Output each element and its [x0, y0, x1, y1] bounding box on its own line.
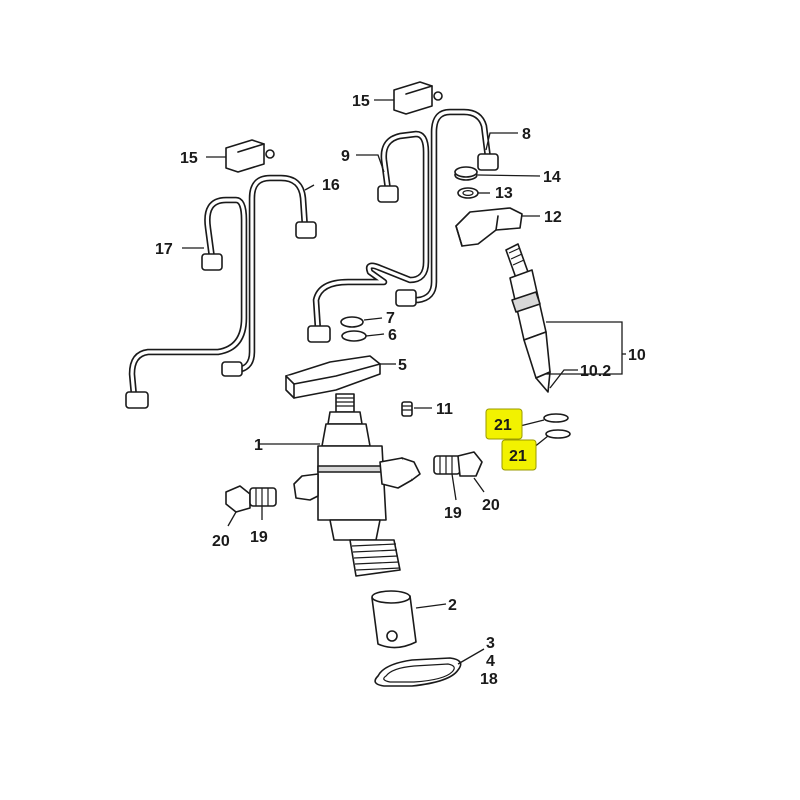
callout-7: 7 [386, 310, 395, 327]
callout-21-lower: 21 [509, 448, 527, 465]
callout-12: 12 [544, 209, 562, 226]
callout-2: 2 [448, 597, 457, 614]
gasket-3-4-18 [374, 657, 462, 687]
pump-spring-1 [349, 539, 401, 577]
callout-5: 5 [398, 357, 407, 374]
nozzle-washer-21-lower [545, 429, 571, 439]
pipe-nut-9-top [377, 185, 399, 203]
o-ring-6 [341, 330, 367, 342]
callout-15-top: 15 [352, 93, 370, 110]
highlight-box-21-upper [485, 408, 523, 440]
o-ring-7 [340, 316, 364, 328]
callout-18: 18 [480, 671, 498, 688]
pipe-nut-9-bottom [307, 325, 331, 343]
callouts: 15 15 9 8 14 13 12 16 17 7 6 5 10 10.2 1… [155, 93, 646, 688]
tappet-2 [371, 590, 417, 649]
fuel-pipe-8 [398, 108, 492, 304]
injection-pump-1 [293, 393, 421, 541]
callout-13: 13 [495, 185, 513, 202]
banjo-fitting-left [225, 485, 277, 513]
fuel-pipe-17 [128, 196, 248, 400]
callout-20-left: 20 [212, 533, 230, 550]
callout-9: 9 [341, 148, 350, 165]
pipe-nut-8-bottom [395, 289, 417, 307]
fuel-pipe-9 [312, 130, 430, 334]
callout-11: 11 [436, 401, 453, 418]
callout-19-right: 19 [444, 505, 462, 522]
callout-20-right: 20 [482, 497, 500, 514]
nozzle-washer-21-upper [543, 413, 569, 423]
callout-16: 16 [322, 177, 340, 194]
pipe-clamp-15-top [393, 81, 443, 115]
injector-10 [505, 243, 551, 393]
callout-14: 14 [543, 169, 561, 186]
banjo-fitting-right [433, 451, 483, 477]
pipe-clamp-15-left [225, 139, 275, 173]
callout-15-left: 15 [180, 150, 198, 167]
callout-10: 10 [628, 347, 646, 364]
callout-10-2: 10.2 [580, 363, 611, 380]
callout-4: 4 [486, 653, 495, 670]
pipe-nut-17-bottom [125, 391, 149, 409]
pipe-nut-8-top [477, 153, 499, 171]
clamp-12 [455, 207, 523, 247]
callout-6: 6 [388, 327, 397, 344]
highlight-box-21-lower [501, 439, 537, 471]
callout-17: 17 [155, 241, 173, 258]
callout-1: 1 [254, 437, 263, 454]
seal-ring-14 [454, 166, 478, 181]
callout-8: 8 [522, 126, 531, 143]
callout-3: 3 [486, 635, 495, 652]
screw-11 [401, 401, 413, 417]
seal-ring-13 [457, 187, 479, 199]
pipe-nut-16-bottom [221, 361, 243, 377]
callout-21-upper: 21 [494, 417, 512, 434]
callout-19-left: 19 [250, 529, 268, 546]
spacer-flange-5 [285, 355, 381, 399]
fuel-pipe-16 [230, 174, 309, 374]
pipe-nut-16-top [295, 221, 317, 239]
pipe-nut-17-top [201, 253, 223, 271]
